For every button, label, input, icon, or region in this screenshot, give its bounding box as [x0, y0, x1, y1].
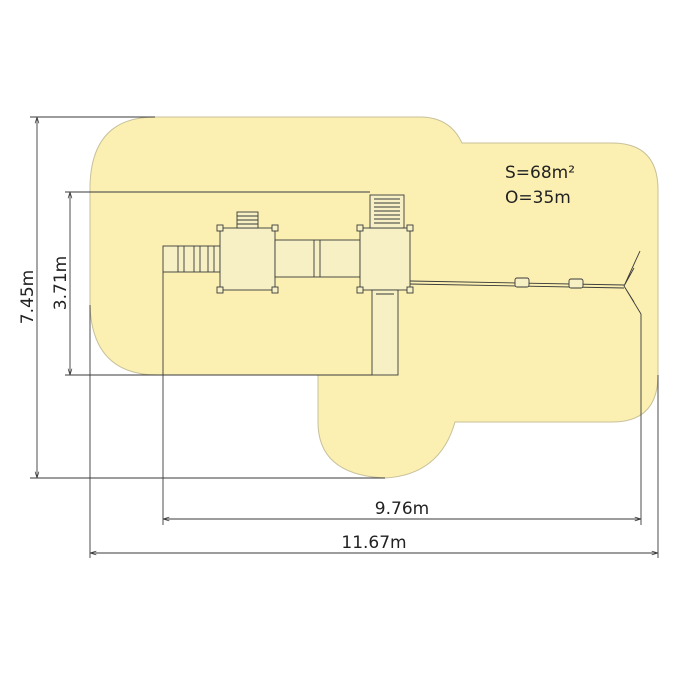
dimension-equipment-depth: 3.71m: [51, 192, 71, 375]
dimension-equipment-width: 9.76m: [163, 499, 641, 519]
extension-lines: [30, 116, 659, 558]
bridge: [274, 239, 361, 278]
dimension-overall-width: 11.67m: [90, 533, 658, 553]
overall-depth-label: 7.45m: [18, 270, 38, 324]
play-equipment: [162, 194, 642, 376]
left-stairs: [162, 245, 221, 273]
equipment-depth-label: 3.71m: [51, 256, 71, 310]
equipment-width-label: 9.76m: [375, 499, 429, 519]
left-tower: [216, 224, 279, 294]
dimension-overall-depth: 7.45m: [18, 117, 38, 478]
right-ladder: [369, 194, 405, 229]
perimeter-label: O=35m: [505, 188, 571, 208]
right-tower: [356, 224, 414, 294]
left-ladder: [236, 211, 259, 229]
swing-cable: [409, 250, 642, 315]
slide: [371, 289, 399, 376]
area-label: S=68m²: [505, 163, 575, 183]
overall-width-label: 11.67m: [341, 533, 406, 553]
